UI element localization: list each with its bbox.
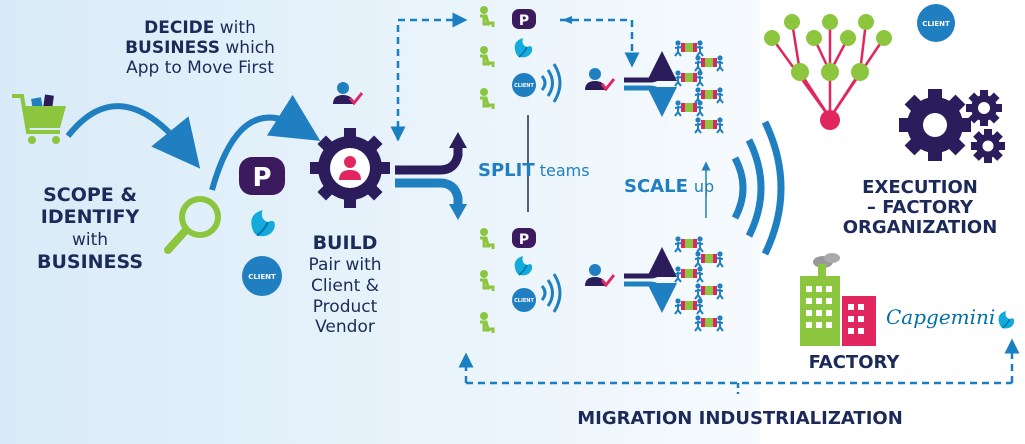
capgemini-brand: Capgemini	[886, 305, 996, 329]
build-line2: Client &	[311, 275, 379, 296]
team-icon	[694, 116, 724, 134]
decide-with: with	[214, 18, 256, 38]
scope-line1: SCOPE &	[43, 184, 137, 206]
build-line1: Pair with	[308, 255, 382, 276]
wifi-waves-icon	[540, 62, 562, 104]
svg-text:CLIENT: CLIENT	[514, 298, 534, 304]
execution-line3: ORGANIZATION	[842, 216, 998, 238]
user-check-icon	[583, 66, 616, 92]
client-badge-icon: CLIENT	[917, 4, 955, 42]
branch-arrow-icon	[395, 132, 467, 220]
seated-person-icon	[478, 44, 495, 69]
network-tree-icon	[764, 14, 892, 130]
team-icon	[674, 39, 704, 57]
svg-text:P: P	[252, 163, 271, 193]
seated-person-icon	[478, 4, 495, 29]
magnifier-icon	[164, 196, 221, 254]
svg-text:CLIENT: CLIENT	[248, 273, 276, 281]
seated-person-icon	[478, 86, 495, 111]
svg-text:P: P	[519, 232, 529, 248]
arrow-cart-to-magnifier	[65, 103, 201, 169]
big-wifi-waves-icon	[731, 120, 785, 256]
gears-icon	[899, 89, 1005, 163]
build-line3: Product	[312, 296, 378, 317]
execution-line1: EXECUTION	[862, 177, 978, 198]
client-badge-icon: CLIENT	[512, 73, 536, 97]
split-label: SPLIT teams	[478, 160, 590, 181]
scale-label: SCALE up	[624, 176, 714, 197]
svg-text:CLIENT: CLIENT	[922, 20, 950, 28]
team-icon	[674, 297, 704, 315]
scope-line4: BUSINESS	[36, 251, 144, 274]
user-check-icon	[583, 262, 616, 288]
team-icon	[674, 69, 704, 87]
team-icon	[674, 235, 704, 253]
seated-person-icon	[478, 310, 495, 335]
decide-label: DECIDE with BUSINESS which App to Move F…	[100, 18, 300, 78]
execution-label: EXECUTION – FACTORY ORGANIZATION	[820, 178, 1020, 237]
capgemini-logo	[997, 310, 1015, 330]
scale-rest: up	[693, 177, 715, 196]
build-label: BUILD Pair with Client & Product Vendor	[290, 232, 400, 338]
capgemini-spade-icon	[513, 37, 533, 59]
svg-text:P: P	[519, 13, 529, 29]
wifi-waves-icon	[540, 272, 562, 314]
migration-label: MIGRATION INDUSTRIALIZATION	[577, 408, 903, 429]
scope-label: SCOPE & IDENTIFY with BUSINESS	[10, 184, 170, 274]
capgemini-spade-icon	[513, 255, 533, 277]
p-badge-icon: P	[512, 228, 536, 248]
shopping-cart-icon	[12, 94, 66, 144]
factory-building-icon	[800, 253, 876, 346]
top-unit: P CLIENT	[478, 4, 724, 134]
team-icon	[674, 99, 704, 117]
execution-line2: – FACTORY	[866, 196, 974, 218]
team-icon	[694, 54, 724, 72]
user-check-icon	[331, 80, 364, 106]
decide-which: which	[219, 38, 275, 59]
p-badge-icon: P	[239, 157, 285, 195]
seated-person-icon	[478, 268, 495, 293]
scope-line3: with	[71, 230, 109, 251]
scope-line2: IDENTIFY	[40, 206, 140, 229]
build-title: BUILD	[312, 232, 378, 254]
dashed-feedback-top-left	[396, 12, 468, 140]
svg-text:CLIENT: CLIENT	[514, 83, 534, 89]
gear-person-icon	[310, 128, 390, 208]
client-badge-icon: CLIENT	[512, 288, 536, 312]
client-badge-icon: CLIENT	[242, 256, 282, 296]
decide-word: DECIDE	[144, 18, 215, 38]
p-badge-icon: P	[512, 9, 536, 29]
team-icon	[694, 250, 724, 268]
team-icon	[674, 265, 704, 283]
capgemini-spade-icon	[250, 208, 276, 238]
decide-line3: App to Move First	[126, 58, 274, 79]
seated-person-icon	[478, 226, 495, 251]
team-icon	[694, 282, 724, 300]
split-word: SPLIT	[478, 160, 535, 181]
factory-label: FACTORY	[808, 352, 900, 373]
decide-business: BUSINESS	[125, 38, 220, 59]
team-icon	[694, 314, 724, 332]
arrow-magnifier-to-gear	[209, 94, 321, 191]
scale-word: SCALE	[624, 176, 688, 197]
bottom-unit: P CLIENT	[478, 226, 724, 335]
split-rest: teams	[534, 161, 590, 180]
dashed-feedback-top-right	[560, 18, 640, 68]
build-line4: Vendor	[315, 317, 375, 338]
